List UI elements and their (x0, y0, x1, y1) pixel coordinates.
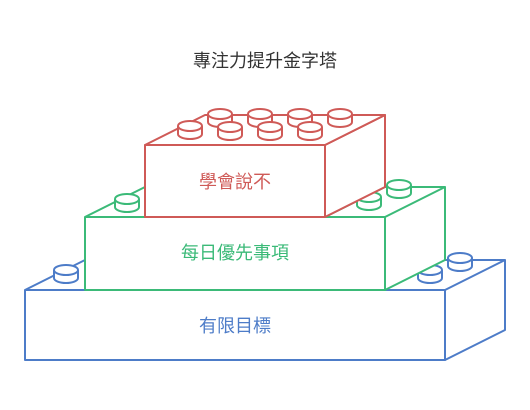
block-middle-front (84, 216, 386, 291)
stud (257, 121, 283, 141)
block-bottom-label: 有限目標 (199, 316, 271, 337)
block-bottom-front (24, 289, 446, 361)
block-top-studs (177, 108, 353, 141)
stud (386, 179, 412, 199)
stud (327, 108, 353, 128)
stud (53, 264, 79, 284)
block-top-label: 學會說不 (199, 172, 271, 193)
stud (177, 120, 203, 140)
stud (114, 193, 140, 213)
block-middle-label: 每日優先事項 (181, 243, 289, 264)
block-bottom-side (444, 259, 506, 361)
block-top-front (144, 144, 326, 218)
block-bottom-studs (53, 252, 473, 284)
block-middle-studs (114, 179, 412, 213)
stud (447, 252, 473, 272)
diagram-title: 專注力提升金字塔 (193, 51, 337, 72)
block-bottom (24, 259, 506, 361)
stud (217, 121, 243, 141)
block-middle-side (384, 186, 446, 291)
stud (297, 121, 323, 141)
